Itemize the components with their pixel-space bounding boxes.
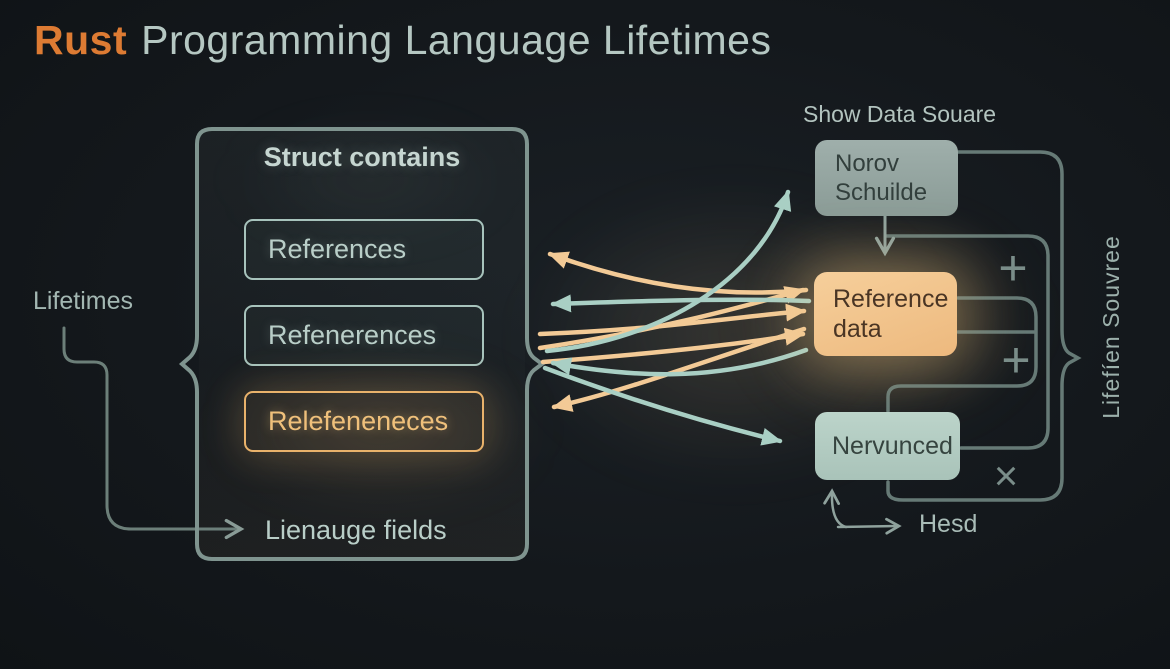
orange-arrow-into-reference-top [537, 286, 806, 351]
field-box-relefeneneces: Relefeneneces [244, 391, 484, 452]
orange-arrow-into-reference-mid [537, 303, 807, 337]
page-title: Rust Programming Language Lifetimes [34, 17, 771, 64]
teal-arrow-to-struct-upper [550, 294, 812, 313]
lifetimes-label: Lifetimes [33, 287, 134, 315]
title-rest: Programming Language Lifetimes [141, 17, 772, 63]
struct-footer-label: Lienauge fields [265, 515, 447, 545]
middle-loop-line [885, 234, 1050, 450]
inner-loop-line [886, 296, 1038, 413]
reference-data-box: Reference data [814, 272, 957, 356]
field-box-refenerences: Refenerences [244, 305, 484, 366]
struct-panel-border [178, 127, 546, 561]
field-label: Relefeneneces [268, 406, 449, 436]
teal-arrow-to-struct-lower [550, 347, 809, 377]
field-label: Refenerences [268, 320, 437, 350]
struct-panel-background [199, 131, 525, 557]
field-box-references: References [244, 219, 484, 280]
nervunced-label: Nervunced [832, 431, 953, 460]
orange-arrow-to-references [547, 251, 809, 295]
reference-line2: data [833, 315, 882, 343]
hesd-label: Hesd [919, 510, 978, 538]
hesd-arrow [836, 517, 902, 535]
norov-schuilde-box: Norov Schuilde [815, 140, 958, 216]
multiply-icon: × [993, 452, 1019, 499]
norov-line2: Schuilde [835, 179, 928, 206]
lifetimes-bracket-line [62, 326, 245, 540]
struct-panel-heading: Struct contains [263, 142, 461, 172]
norov-line1: Norov [835, 150, 900, 177]
side-vertical-label: Lifefíen Souvree [1098, 235, 1124, 419]
plus-icon: + [998, 240, 1028, 296]
outer-bracket-line [886, 150, 1082, 502]
data-panel-heading: Show Data Souare [803, 101, 997, 127]
teal-arrow-to-nervunced [542, 365, 783, 446]
field-label: References [268, 234, 407, 264]
title-brand: Rust [34, 17, 128, 63]
plus-icon: + [1001, 332, 1031, 388]
nervunced-box: Nervunced [815, 412, 960, 480]
reference-line1: Reference [833, 285, 949, 313]
